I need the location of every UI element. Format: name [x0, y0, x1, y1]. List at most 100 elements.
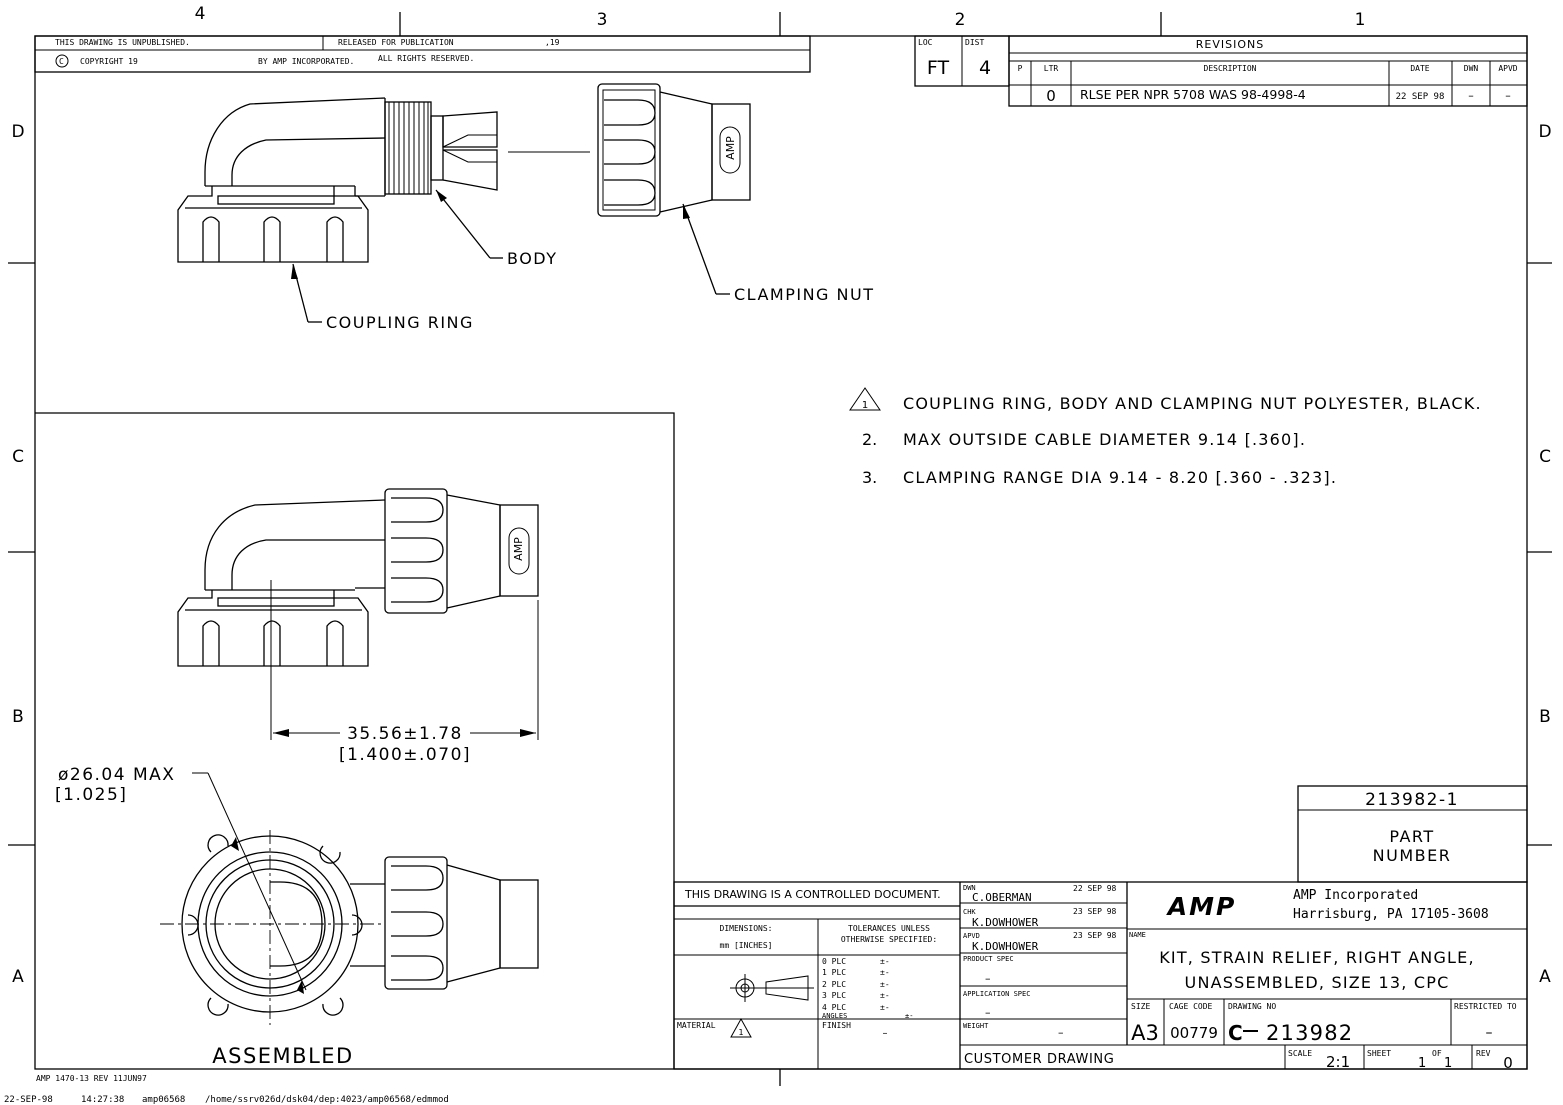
zone-top-3: 3: [597, 10, 608, 30]
assembled-side-view: AMP: [177, 488, 539, 740]
zone-right-C: C: [1539, 447, 1551, 467]
name-label: NAME: [1129, 931, 1146, 939]
controlled-doc-text: THIS DRAWING IS A CONTROLLED DOCUMENT.: [684, 888, 941, 901]
form-number: AMP 1470-13 REV 11JUN97: [36, 1074, 147, 1083]
plc-angles: ANGLES: [822, 1012, 847, 1020]
zone-right-B: B: [1539, 707, 1551, 727]
length-dimension: 35.56±1.78 [1.400±.070]: [273, 724, 536, 765]
amp-mark-exploded-text: AMP: [724, 136, 737, 160]
rev-ltr: 0: [1046, 87, 1056, 105]
plc-4: 4 PLC: [822, 1003, 846, 1012]
rev-date: 22 SEP 98: [1396, 92, 1445, 102]
svg-text:C: C: [59, 57, 64, 66]
size-label: SIZE: [1131, 1002, 1150, 1011]
note-3-num: 3.: [862, 468, 877, 487]
dwn-date: 22 SEP 98: [1073, 884, 1117, 893]
copyright-text: COPYRIGHT 19: [80, 57, 138, 66]
plc-2: 2 PLC: [822, 980, 846, 989]
plc-3: 3 PLC: [822, 991, 846, 1000]
body-label: BODY: [507, 249, 558, 268]
zone-left-D: D: [11, 122, 24, 142]
scale-value: 2:1: [1326, 1053, 1350, 1071]
plot-footer: 22-SEP-98 14:27:38 amp06568 /home/ssrv02…: [4, 1095, 449, 1105]
units-text: mm [INCHES]: [720, 941, 773, 950]
zone-top-4: 4: [195, 4, 206, 24]
application-spec-value: –: [985, 1006, 991, 1019]
rev-apvd: –: [1505, 89, 1511, 102]
dwn-label: DWN: [963, 884, 976, 892]
exploded-body-assembly: [177, 97, 590, 263]
rev-header-p: P: [1018, 64, 1023, 73]
dist-value: 4: [979, 57, 991, 79]
note-3-text: CLAMPING RANGE DIA 9.14 - 8.20 [.360 - .…: [903, 468, 1337, 487]
product-spec-label: PRODUCT SPEC: [963, 955, 1014, 963]
plc-3-val: ±-: [880, 991, 890, 1000]
note-2-text: MAX OUTSIDE CABLE DIAMETER 9.14 [.360].: [903, 430, 1306, 449]
rev-description: RLSE PER NPR 5708 WAS 98-4998-4: [1080, 87, 1306, 102]
exploded-leaders: BODY COUPLING RING CLAMPING NUT: [291, 189, 874, 332]
plc-4-val: ±-: [880, 1003, 890, 1012]
rev-header-description: DESCRIPTION: [1204, 64, 1257, 73]
dimensions-label: DIMENSIONS:: [720, 924, 773, 933]
assembled-end-view: ASSEMBLED: [160, 830, 539, 1068]
rev-header-ltr: LTR: [1044, 64, 1059, 73]
rev-header-apvd: APVD: [1498, 64, 1517, 73]
sheet-label: SHEET: [1367, 1049, 1391, 1058]
product-spec-value: –: [985, 972, 991, 985]
application-spec-label: APPLICATION SPEC: [963, 990, 1030, 998]
size-value: A3: [1131, 1021, 1159, 1045]
restricted-to-label: RESTRICTED TO: [1454, 1002, 1517, 1011]
of-value: 1: [1444, 1056, 1452, 1071]
assembled-label: ASSEMBLED: [212, 1044, 353, 1068]
revisions-title: REVISIONS: [1196, 38, 1264, 51]
company-name: AMP Incorporated: [1293, 888, 1418, 903]
material-note-flag-icon: [730, 1017, 752, 1038]
finish-label: FINISH: [822, 1021, 851, 1030]
drawing-no-label: DRAWING NO: [1228, 1002, 1276, 1011]
note-2-num: 2.: [862, 430, 877, 449]
name-line2: UNASSEMBLED, SIZE 13, CPC: [1185, 973, 1450, 992]
plc-0-val: ±-: [880, 957, 890, 966]
by-text: BY AMP INCORPORATED.: [258, 57, 354, 66]
part-label-line2: NUMBER: [1373, 846, 1452, 865]
apvd-name: K.DOWHOWER: [972, 940, 1039, 953]
plc-1: 1 PLC: [822, 968, 846, 977]
part-number-box: 213982-1 PART NUMBER: [1297, 785, 1528, 883]
title-block: THIS DRAWING IS A CONTROLLED DOCUMENT. D…: [673, 881, 1528, 1072]
plc-2-val: ±-: [880, 980, 890, 989]
part-label-line1: PART: [1389, 827, 1434, 846]
plot-user: amp06568: [142, 1095, 185, 1105]
zone-right-A: A: [1539, 967, 1551, 987]
scale-label: SCALE: [1288, 1049, 1312, 1058]
zone-top-2: 2: [955, 10, 966, 30]
zone-labels: 4 3 2 1 D C B A D C B A: [11, 4, 1551, 987]
amp-mark-assembled-text: AMP: [512, 537, 525, 561]
copyright-icon: [55, 54, 69, 68]
chk-name: K.DOWHOWER: [972, 916, 1039, 929]
length-dim-in: [1.400±.070]: [339, 745, 471, 765]
part-number: 213982-1: [1365, 790, 1459, 810]
plot-date: 22-SEP-98: [4, 1095, 53, 1105]
loc-label: LOC: [918, 38, 933, 47]
chk-date: 23 SEP 98: [1073, 907, 1117, 916]
revisions-table: REVISIONS P LTR DESCRIPTION DATE DWN APV…: [1008, 35, 1528, 107]
loc-value: FT: [927, 57, 950, 79]
apvd-date: 23 SEP 98: [1073, 931, 1117, 940]
rev-header-date: DATE: [1410, 64, 1429, 73]
plc-0: 0 PLC: [822, 957, 846, 966]
zone-left-C: C: [12, 447, 24, 467]
length-dim-mm: 35.56±1.78: [347, 724, 463, 744]
chk-label: CHK: [963, 908, 976, 916]
clamping-nut-part: AMP: [597, 83, 751, 217]
material-note-num: 1: [738, 1028, 743, 1037]
plot-path: /home/ssrv026d/dsk04/dep:4023/amp06568/e…: [205, 1095, 449, 1105]
drawing-prefix: C: [1228, 1021, 1243, 1045]
weight-value: –: [1058, 1026, 1064, 1039]
clamping-nut-label: CLAMPING NUT: [734, 285, 874, 304]
tolerances-line2: OTHERWISE SPECIFIED:: [841, 935, 937, 944]
weight-label: WEIGHT: [963, 1022, 989, 1030]
note-flag-icon: [849, 387, 881, 411]
amp-mark-assembled: [508, 527, 530, 575]
apvd-label: APVD: [963, 932, 980, 940]
